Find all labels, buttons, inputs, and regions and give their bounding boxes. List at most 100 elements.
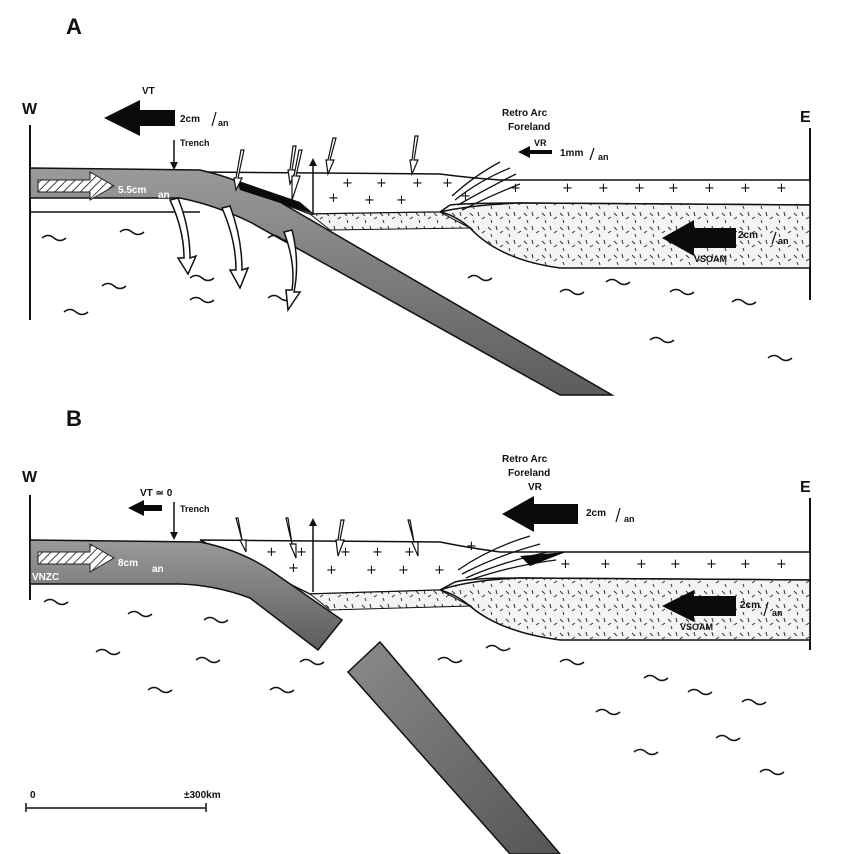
panel-a-retro-arc-1: Retro Arc — [502, 108, 548, 119]
panel-b-trench-label: Trench — [180, 504, 210, 514]
panel-a-slab-pull-arrows — [168, 197, 302, 313]
svg-text:+: + — [434, 563, 445, 578]
panel-a-vnzc-arrow — [37, 171, 115, 201]
panel-a-vr-label: VR — [534, 138, 547, 148]
panel-b-retro-arc-thrusts — [457, 535, 557, 581]
panel-a-arc-arrowhead — [309, 158, 317, 166]
panel-a-vnzc-rate: 5.5cm — [118, 185, 146, 196]
panel-b: B W E +++++ +++++ + +++++++ — [22, 406, 811, 854]
svg-text:+: + — [668, 181, 679, 196]
svg-text:+: + — [740, 181, 751, 196]
panel-a-lithospheric-mantle — [439, 202, 811, 269]
panel-a-vt-slash — [211, 111, 217, 127]
svg-text:+: + — [326, 563, 337, 578]
panel-a-retro-arc-2: Foreland — [508, 122, 550, 133]
panel-a-vsoam-arrow — [662, 220, 736, 256]
svg-text:+: + — [396, 193, 407, 208]
svg-text:+: + — [364, 193, 375, 208]
panel-b-retro-arc-2: Foreland — [508, 468, 550, 479]
svg-text:+: + — [412, 176, 423, 191]
panel-b-detached-slab — [346, 640, 561, 854]
svg-text:+: + — [372, 545, 383, 560]
panel-b-vr-label: VR — [528, 482, 543, 493]
panel-b-east-label: E — [800, 479, 811, 496]
panel-a-vt-arrow — [104, 100, 175, 136]
svg-text:+: + — [634, 181, 645, 196]
panel-a-thrust-wedge — [236, 180, 314, 214]
panel-b-vnzc-rate-unit: an — [152, 564, 164, 575]
panel-b-mantle-waves — [43, 598, 785, 776]
scale-bar: 0 ±300km — [25, 790, 221, 812]
svg-text:+: + — [442, 176, 453, 191]
svg-text:+: + — [562, 181, 573, 196]
panel-a-letter: A — [66, 14, 82, 39]
panel-a-trench-arrowhead — [170, 162, 178, 170]
panel-a-vsoam-rate-unit: an — [778, 236, 789, 246]
panel-b-arc-arrowhead — [309, 518, 317, 526]
svg-text:+: + — [510, 181, 521, 196]
svg-text:+: + — [598, 181, 609, 196]
svg-text:+: + — [704, 181, 715, 196]
panel-b-vsoam-arrow — [662, 590, 736, 622]
panel-a-vt-label: VT — [142, 86, 155, 97]
panel-a-subducting-slab — [29, 167, 615, 396]
panel-a-forearc-base — [308, 211, 471, 231]
svg-text:+: + — [404, 545, 415, 560]
svg-text:+: + — [706, 557, 717, 572]
panel-a-retro-arc-thrusts — [451, 161, 521, 211]
panel-a-vsoam-label: VSOAM — [694, 254, 727, 264]
panel-a-vr-rate: 1mm — [560, 148, 583, 159]
svg-text:+: + — [376, 176, 387, 191]
panel-b-vsoam-rate-unit: an — [772, 608, 783, 618]
svg-text:+: + — [296, 545, 307, 560]
panel-b-crust-crosses: +++++ +++++ + +++++++ — [266, 539, 787, 578]
svg-text:+: + — [776, 181, 787, 196]
scale-bar-end: ±300km — [184, 790, 221, 801]
panel-b-trench-arrowhead — [170, 532, 178, 540]
panel-b-vr-slash — [615, 507, 621, 523]
panel-a-vsoam-rate: 2cm — [738, 230, 758, 241]
panel-a-west-label: W — [22, 101, 38, 118]
svg-text:+: + — [636, 557, 647, 572]
panel-a-east-label: E — [800, 109, 811, 126]
panel-a-vt-rate-unit: an — [218, 118, 229, 128]
scale-bar-start: 0 — [30, 790, 36, 801]
panel-a: A W E ++++ +++ ++++ ++++ + — [22, 14, 811, 396]
svg-text:+: + — [560, 557, 571, 572]
panel-b-vr-rate-unit: an — [624, 514, 635, 524]
panel-a-vsoam-slash — [771, 231, 777, 245]
panel-a-trench-label: Trench — [180, 138, 210, 148]
svg-text:+: + — [670, 557, 681, 572]
panel-b-west-label: W — [22, 469, 38, 486]
panel-b-vt-arrow — [128, 500, 162, 516]
panel-b-vsoam-slash — [763, 601, 769, 617]
panel-a-stress-arrows — [233, 135, 419, 201]
panel-b-vsoam-label: VSOAM — [680, 622, 713, 632]
panel-b-vt-label: VT ≃ 0 — [140, 488, 173, 499]
panel-b-forearc-base — [308, 589, 472, 611]
panel-b-vr-rate: 2cm — [586, 508, 606, 519]
panel-b-letter: B — [66, 406, 82, 431]
svg-text:+: + — [366, 563, 377, 578]
panel-b-retro-arc-wedge — [520, 552, 566, 566]
svg-text:+: + — [740, 557, 751, 572]
panel-b-vnzc-arrow — [37, 543, 115, 573]
panel-a-vt-rate: 2cm — [180, 114, 200, 125]
svg-text:+: + — [342, 176, 353, 191]
panel-b-vsoam-rate: 2cm — [740, 600, 760, 611]
panel-b-vnzc-label: VNZC — [32, 572, 59, 583]
panel-a-vnzc-label: VNZC — [32, 201, 59, 212]
panel-a-crust-crosses: ++++ +++ ++++ ++++ + — [328, 176, 787, 208]
svg-text:+: + — [340, 545, 351, 560]
svg-text:+: + — [466, 539, 477, 554]
svg-text:+: + — [600, 557, 611, 572]
svg-text:+: + — [398, 563, 409, 578]
panel-b-subducting-slab — [29, 539, 344, 652]
svg-text:+: + — [776, 557, 787, 572]
svg-text:+: + — [328, 191, 339, 206]
svg-text:+: + — [460, 189, 471, 204]
panel-a-vr-arrow — [518, 146, 552, 158]
panel-b-vnzc-rate: 8cm — [118, 558, 138, 569]
panel-a-vr-slash — [589, 147, 595, 161]
